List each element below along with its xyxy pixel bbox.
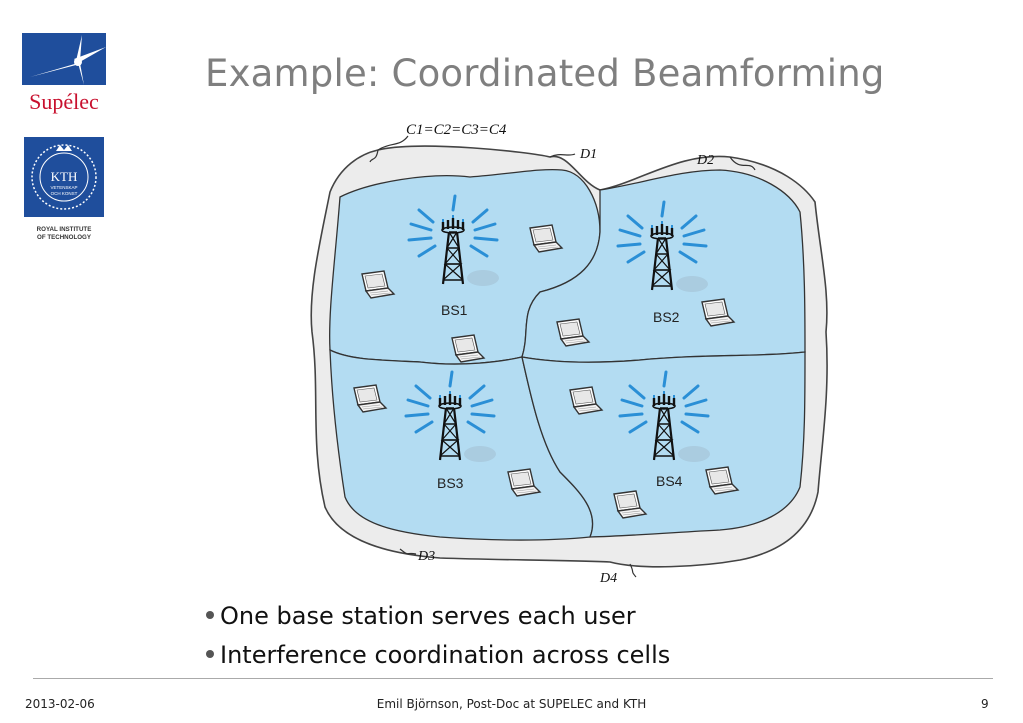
footer-date: 2013-02-06: [25, 697, 95, 711]
bs3-label: BS3: [437, 475, 464, 491]
d4-label: D4: [599, 571, 617, 586]
svg-text:OCH KONST: OCH KONST: [51, 191, 78, 196]
footer-author: Emil Björnson, Post-Doc at SUPELEC and K…: [376, 697, 647, 711]
bs4-label: BS4: [656, 473, 683, 489]
bullet-item: One base station serves each user: [200, 597, 670, 636]
bs1-label: BS1: [441, 302, 468, 318]
bullet-item: Interference coordination across cells: [200, 636, 670, 675]
kth-logo: KTH VETENSKAP OCH KONST ROYAL INSTITUTE …: [24, 137, 104, 241]
bs2-label: BS2: [653, 309, 680, 325]
svg-text:KTH: KTH: [51, 169, 78, 184]
bullet-dot-icon: [206, 650, 214, 658]
footer-divider: [33, 678, 993, 679]
slide-title: Example: Coordinated Beamforming: [205, 52, 885, 95]
d1-label: D1: [579, 147, 597, 162]
svg-text:VETENSKAP: VETENSKAP: [50, 185, 77, 190]
bullet-dot-icon: [206, 611, 214, 619]
supelec-logo: Supélec: [22, 33, 106, 114]
svg-text:OF TECHNOLOGY: OF TECHNOLOGY: [37, 234, 92, 241]
page-number: 9: [981, 697, 989, 711]
d2-label: D2: [696, 153, 714, 168]
bullet-list: One base station serves each user Interf…: [200, 597, 670, 675]
d3-label: D3: [417, 549, 435, 564]
svg-text:Supélec: Supélec: [29, 89, 99, 114]
coordinated-beamforming-diagram: C1=C2=C3=C4 D1 D2 D3 D4 BS1 BS2 BS3 BS4: [310, 122, 828, 586]
svg-text:ROYAL INSTITUTE: ROYAL INSTITUTE: [37, 226, 92, 233]
cluster-label: C1=C2=C3=C4: [406, 122, 507, 138]
